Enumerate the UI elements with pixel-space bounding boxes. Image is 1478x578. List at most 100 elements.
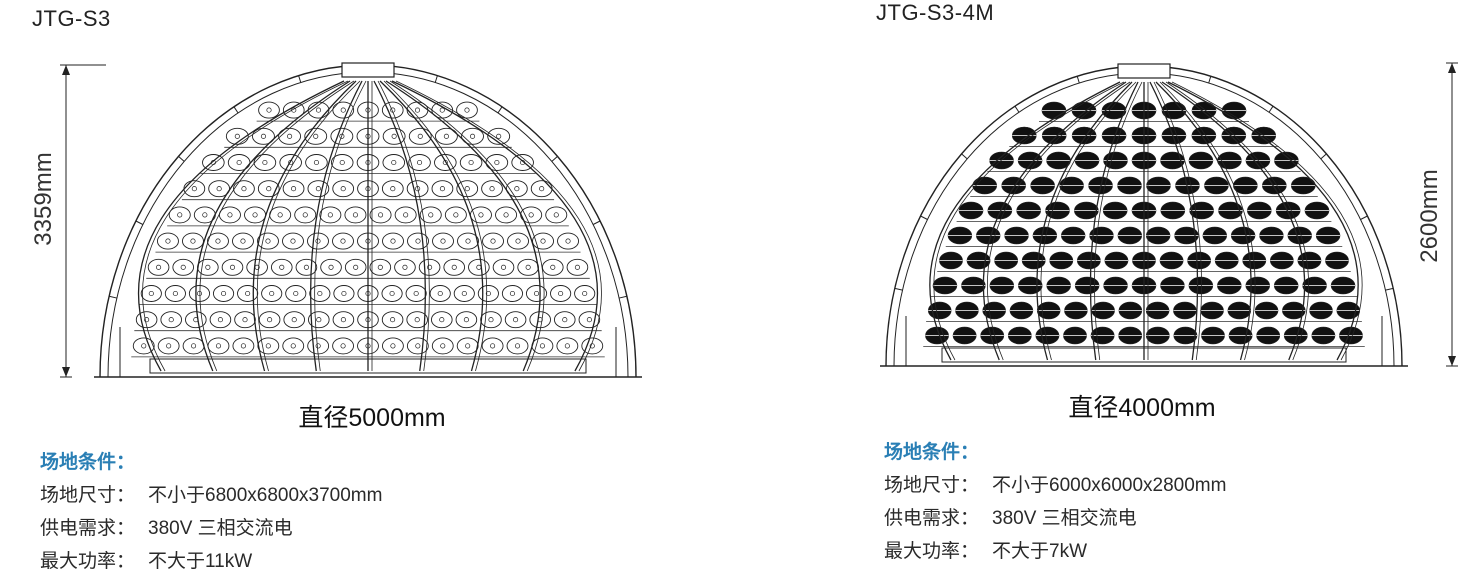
panel-disc (282, 101, 305, 119)
condition-value: 不大于7kW (992, 541, 1088, 562)
panel-hub (315, 343, 321, 349)
panel-hub (490, 343, 496, 349)
panel-hub (303, 264, 309, 270)
panel-disc (550, 285, 572, 302)
panel-hub (339, 159, 345, 166)
frame-rib (1165, 81, 1310, 361)
panel-hub (589, 343, 595, 349)
panel-hub (391, 133, 397, 139)
panel-hub (287, 133, 293, 139)
panel-disc (477, 285, 499, 302)
panel-disc (406, 180, 429, 198)
condition-label: 最大功率： (40, 551, 136, 572)
frame-rib (986, 81, 1131, 361)
panel-hub (390, 317, 396, 323)
frame-rib (1036, 81, 1133, 361)
panel-disc (456, 101, 478, 119)
panel-hub (428, 212, 434, 218)
panel-hub (266, 107, 272, 113)
panel-disc (381, 180, 404, 198)
base-platform (941, 347, 1347, 363)
condition-value: 不小于6000x6000x2800mm (992, 475, 1227, 496)
panel-hub (582, 290, 588, 297)
panel-disc (443, 258, 466, 276)
panel-disc (434, 154, 457, 171)
panel-disc (408, 154, 431, 171)
shell-segment (135, 220, 144, 225)
height-dimension-label: 2600mm (1416, 169, 1443, 263)
panel-hub (229, 264, 236, 270)
condition-label: 最大功率： (884, 541, 980, 562)
frame-rib (142, 80, 349, 372)
shell-segment (894, 287, 903, 291)
panel-hub (533, 290, 540, 297)
condition-site-size: 场地尺寸：不小于6800x6800x3700mm (40, 479, 382, 512)
panel-hub (539, 186, 545, 192)
panel-hub (514, 343, 521, 349)
model-panel-jtg-s3-4m: JTG-S3-4M 2600mm 直径4000mm 场地条件： 场地尺寸：不小于… (740, 0, 1478, 576)
panel-disc (252, 127, 275, 145)
panel-disc (232, 337, 255, 355)
panel-hub (440, 238, 446, 244)
panel-hub (453, 212, 459, 218)
panel-hub (168, 317, 174, 323)
panel-disc (207, 337, 230, 355)
condition-label: 场地尺寸： (884, 475, 980, 496)
dome-drawing-jtg-s3 (60, 62, 642, 378)
panel-hub (378, 212, 384, 218)
panel-disc (269, 206, 292, 224)
panel-disc (382, 337, 404, 355)
panel-disc (381, 101, 404, 119)
panel-hub (341, 290, 347, 297)
panel-disc (279, 154, 302, 171)
panel-hub (513, 317, 519, 323)
condition-value: 380V 三相交流电 (992, 508, 1137, 529)
panel-hub (205, 264, 211, 270)
panel-hub (514, 186, 520, 192)
condition-power-supply: 供电需求： 380V 三相交流电 (884, 502, 1226, 535)
panel-hub (414, 107, 421, 113)
panel-hub (339, 133, 345, 139)
panel-hub (439, 107, 445, 113)
panel-hub (417, 133, 423, 139)
panel-hub (216, 186, 222, 192)
frame-rib (385, 80, 541, 372)
panel-disc (135, 311, 158, 329)
panel-hub (415, 238, 421, 244)
panel-disc (257, 180, 280, 198)
panel-hub (217, 317, 223, 323)
panel-hub (241, 186, 247, 192)
panel-hub (315, 238, 321, 244)
panel-disc (581, 337, 604, 355)
panel-hub (220, 290, 227, 297)
panel-disc (456, 337, 479, 355)
condition-value: 不大于11kW (148, 551, 253, 572)
panel-disc (157, 232, 179, 250)
panel-hub (489, 186, 495, 192)
panel-disc (332, 337, 354, 355)
frame-rib (1159, 81, 1256, 361)
panel-disc (408, 127, 432, 145)
panel-hub (485, 290, 491, 297)
shell-segment (497, 106, 503, 114)
panel-disc (517, 258, 539, 276)
panel-hub (478, 212, 484, 218)
panel-disc (157, 337, 180, 355)
panel-hub (437, 290, 443, 297)
dome-crown (341, 62, 395, 78)
conditions-heading: 场地条件： (40, 452, 136, 473)
panel-disc (381, 285, 403, 302)
panel-disc (333, 285, 355, 302)
frame-rib (1167, 81, 1359, 361)
panel-disc (332, 180, 355, 198)
panel-disc (197, 258, 219, 276)
panel-disc (530, 180, 553, 198)
panel-disc (258, 311, 281, 329)
panel-disc (282, 232, 304, 250)
panel-disc (160, 311, 183, 329)
panel-disc (406, 311, 428, 329)
panel-hub (215, 238, 221, 244)
panel-disc (556, 337, 579, 355)
condition-label: 供电需求： (884, 508, 980, 529)
panel-hub (177, 212, 183, 218)
